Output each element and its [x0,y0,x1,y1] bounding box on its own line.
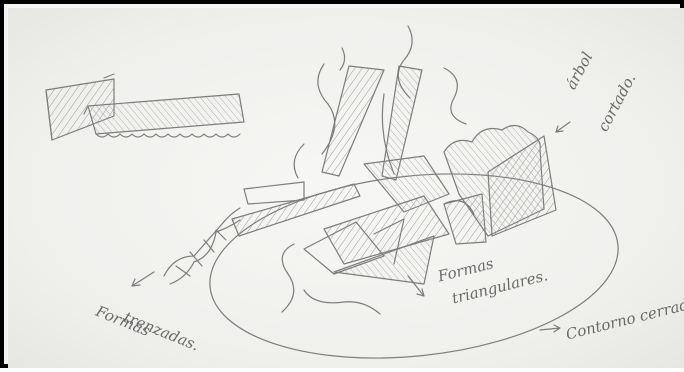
braided-shape [164,208,240,284]
arrow-arbol [556,122,570,132]
arrow-trenzadas [132,272,154,286]
saw-drawing [46,74,244,140]
cut-tree-pieces [232,26,556,314]
arrow-contorno [540,325,560,332]
